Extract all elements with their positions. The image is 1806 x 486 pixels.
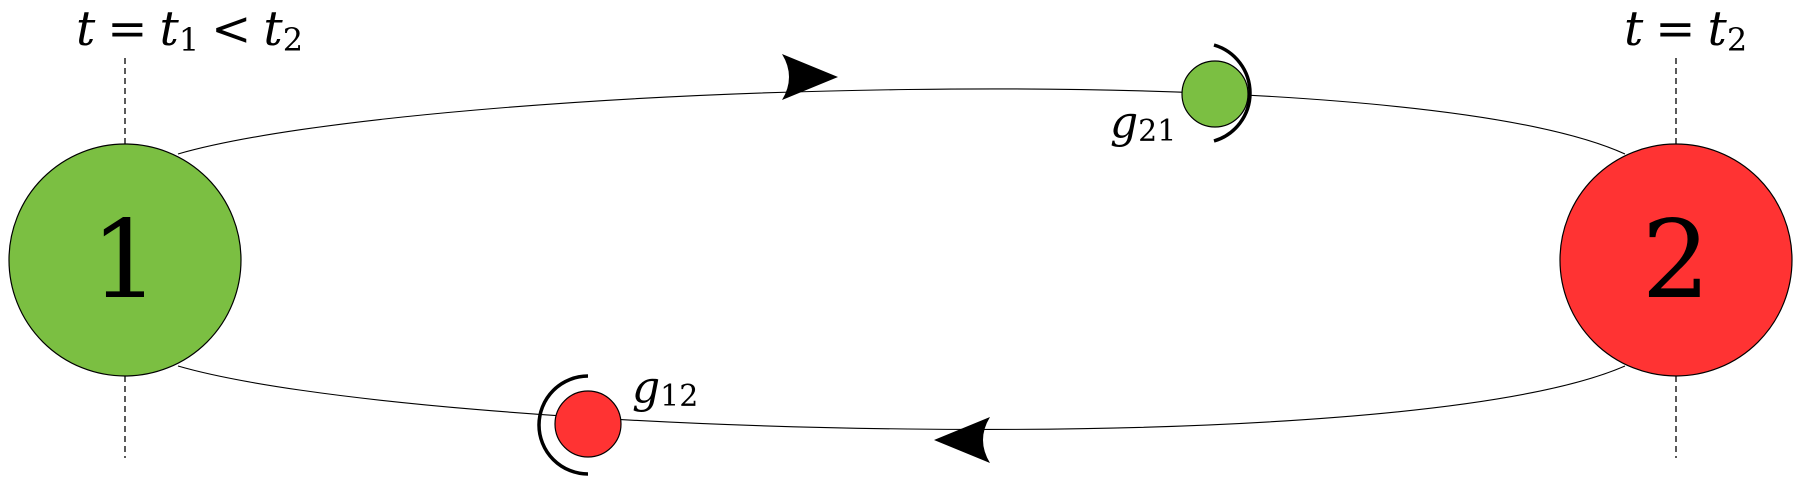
emission-arc-icon: [537, 374, 589, 476]
emission-arc-icon: [1213, 43, 1252, 143]
g21-label: g21: [1110, 97, 1176, 149]
node-2: 2: [1559, 143, 1793, 377]
orbit-bottom-path: [177, 365, 1626, 430]
time-label-right: t=t2: [1624, 1, 1747, 59]
particle-g12-circle: [554, 390, 622, 458]
node-2-label: 2: [1642, 198, 1711, 323]
particle-g21: g21: [1110, 43, 1252, 149]
orbit-top-path: [177, 88, 1626, 155]
g12-label: g12: [632, 362, 698, 414]
node-1: 1: [8, 143, 242, 377]
arrowhead-right-icon: [782, 54, 838, 100]
time-label-left: t=t1<t2: [76, 1, 303, 59]
node-1-circle: [8, 143, 242, 377]
arrowhead-left-icon: [934, 417, 990, 463]
particle-g21-circle: [1181, 60, 1249, 128]
particle-g12: g12: [537, 362, 698, 476]
node-2-circle: [1559, 143, 1793, 377]
node-1-label: 1: [91, 198, 160, 323]
